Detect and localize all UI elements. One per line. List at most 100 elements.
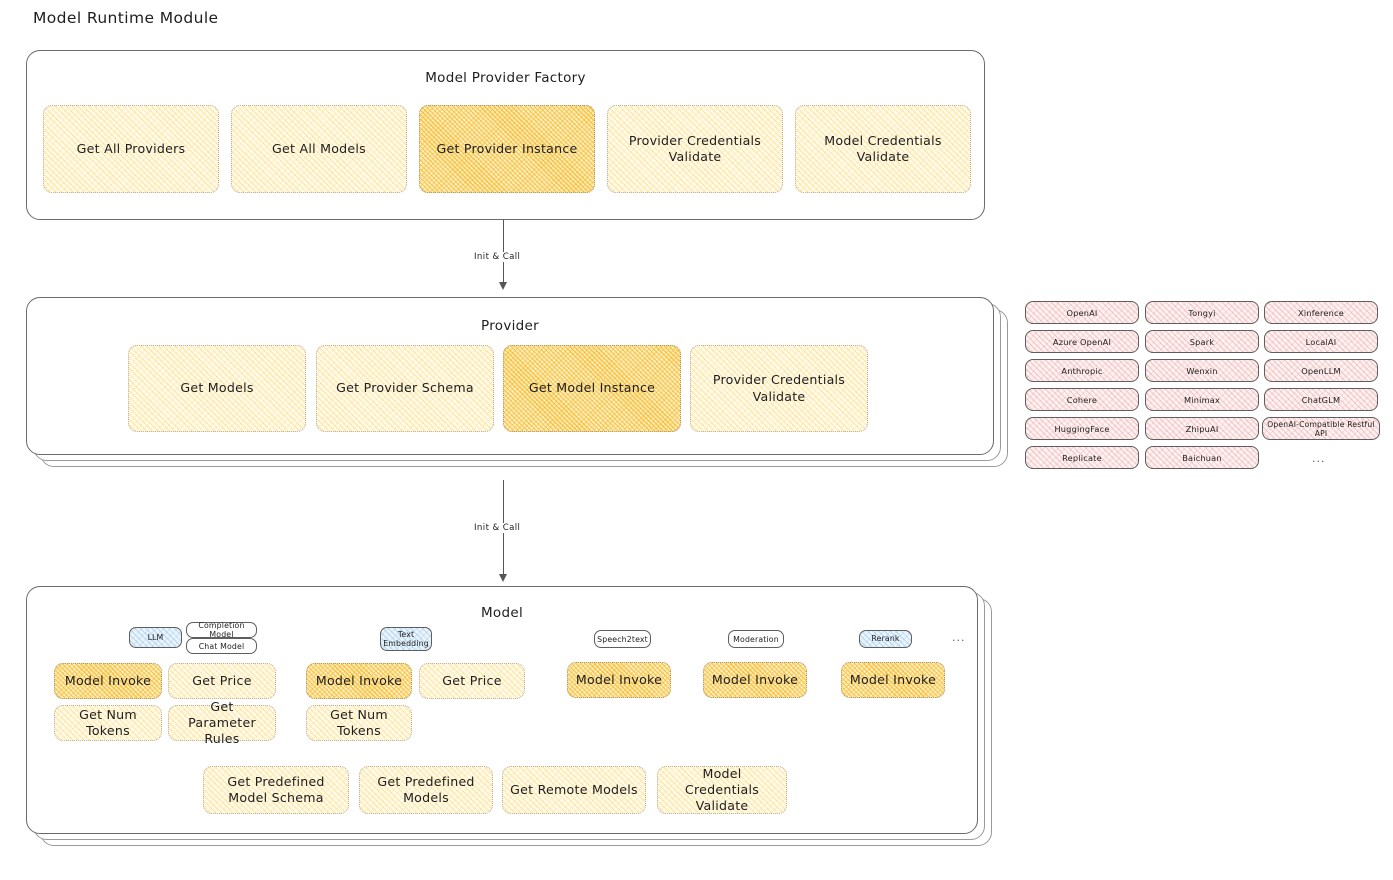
factory-node-model-credentials-validate[interactable]: Model Credentials Validate <box>795 105 971 193</box>
connector-2-label: Init & Call <box>470 523 525 533</box>
provider-node-get-provider-schema[interactable]: Get Provider Schema <box>316 345 494 432</box>
factory-node-label: Get Provider Instance <box>436 140 578 156</box>
provider-node-label: Get Provider Schema <box>336 380 474 396</box>
provider-list-item-label: ZhipuAI <box>1185 423 1219 434</box>
page-title: Model Runtime Module <box>33 9 219 27</box>
provider-node-provider-credentials-validate[interactable]: Provider Credentials Validate <box>690 345 868 432</box>
model-type-badge-label: Text Embedding <box>383 629 429 649</box>
provider-node-get-model-instance[interactable]: Get Model Instance <box>503 345 681 432</box>
provider-list-item-label: Azure OpenAI <box>1052 336 1112 347</box>
model-type-badge-llm[interactable]: LLM <box>129 627 182 648</box>
provider-list-item-label: OpenAI-Compatible Restful API <box>1267 419 1375 438</box>
factory-node-label: Provider Credentials Validate <box>628 132 762 164</box>
model-shared-method-label: Get Predefined Model Schema <box>227 773 325 805</box>
model-subtype-badge-completion-model[interactable]: Completion Model <box>186 621 257 639</box>
provider-list-item-label: Baichuan <box>1182 452 1222 463</box>
factory-node-label: Get All Providers <box>76 140 186 156</box>
model-type-badge-label: Moderation <box>733 634 779 644</box>
model-type-badge-label: Speech2text <box>597 634 648 644</box>
provider-list-item-minimax[interactable]: Minimax <box>1145 388 1259 411</box>
provider-list-item-localai[interactable]: LocalAI <box>1264 330 1378 353</box>
model-method-rerank-model-invoke[interactable]: Model Invoke <box>841 662 945 698</box>
provider-list-item-anthropic[interactable]: Anthropic <box>1025 359 1139 382</box>
model-method-llm-model-invoke[interactable]: Model Invoke <box>54 663 162 699</box>
provider-list-item-label: OpenAI <box>1066 307 1098 318</box>
provider-list-item-label: Spark <box>1189 336 1215 347</box>
model-method-label: Get Num Tokens <box>330 706 388 738</box>
connector-1-label: Init & Call <box>470 252 525 262</box>
provider-list-item-label: Tongyi <box>1188 307 1216 318</box>
provider-node-label: Provider Credentials Validate <box>712 372 846 404</box>
provider-list-item-huggingface[interactable]: HuggingFace <box>1025 417 1139 440</box>
model-shared-method-get-predefined-model-schema[interactable]: Get Predefined Model Schema <box>203 766 349 814</box>
provider-node-get-models[interactable]: Get Models <box>128 345 306 432</box>
provider-title: Provider <box>481 318 539 334</box>
provider-list-item-baichuan[interactable]: Baichuan <box>1145 446 1259 469</box>
model-method-label: Model Invoke <box>64 672 152 688</box>
provider-list-item-label: ChatGLM <box>1301 394 1341 405</box>
provider-list-item-label: LocalAI <box>1305 336 1337 347</box>
provider-list-more: ... <box>1312 452 1326 465</box>
model-subtype-badge-label: Completion Model <box>198 621 245 639</box>
model-method-llm-get-num-tokens[interactable]: Get Num Tokens <box>54 705 162 741</box>
model-title: Model <box>480 605 524 621</box>
model-method-text-embedding-model-invoke[interactable]: Model Invoke <box>306 663 412 699</box>
connector-2-arrowhead <box>499 574 507 582</box>
model-method-text-embedding-get-num-tokens[interactable]: Get Num Tokens <box>306 705 412 741</box>
model-method-moderation-model-invoke[interactable]: Model Invoke <box>703 662 807 698</box>
provider-list-item-label: OpenLLM <box>1301 365 1341 376</box>
model-subtype-badge-label: Chat Model <box>198 641 245 651</box>
factory-node-label: Get All Models <box>272 140 366 156</box>
model-provider-factory-title: Model Provider Factory <box>425 70 586 86</box>
model-method-label: Model Invoke <box>711 671 799 687</box>
model-shared-method-label: Get Predefined Models <box>377 773 475 805</box>
model-method-label: Model Invoke <box>849 671 937 687</box>
model-shared-method-get-remote-models[interactable]: Get Remote Models <box>502 766 646 814</box>
model-method-label: Model Invoke <box>315 672 403 688</box>
model-method-label: Get Num Tokens <box>79 706 137 738</box>
model-method-llm-get-price[interactable]: Get Price <box>168 663 276 699</box>
provider-list-item-azure-openai[interactable]: Azure OpenAI <box>1025 330 1139 353</box>
model-method-label: Get Parameter Rules <box>188 698 256 747</box>
provider-list-item-label: Replicate <box>1062 452 1102 463</box>
factory-node-get-provider-instance[interactable]: Get Provider Instance <box>419 105 595 193</box>
provider-list-item-openai[interactable]: OpenAI <box>1025 301 1139 324</box>
model-shared-method-model-credentials-validate[interactable]: Model Credentials Validate <box>657 766 787 814</box>
model-method-text-embedding-get-price[interactable]: Get Price <box>419 663 525 699</box>
model-method-label: Get Price <box>192 672 252 688</box>
model-method-label: Get Price <box>442 672 502 688</box>
provider-list-item-tongyi[interactable]: Tongyi <box>1145 301 1259 324</box>
model-method-speech2text-model-invoke[interactable]: Model Invoke <box>567 662 671 698</box>
factory-node-get-all-models[interactable]: Get All Models <box>231 105 407 193</box>
model-shared-method-get-predefined-models[interactable]: Get Predefined Models <box>359 766 493 814</box>
provider-node-label: Get Model Instance <box>528 380 656 396</box>
provider-list-item-label: HuggingFace <box>1054 423 1110 434</box>
factory-node-get-all-providers[interactable]: Get All Providers <box>43 105 219 193</box>
model-type-badge-rerank[interactable]: Rerank <box>859 630 912 648</box>
connector-1-arrowhead <box>499 282 507 290</box>
model-type-badge-label: LLM <box>147 632 164 642</box>
provider-list-item-openllm[interactable]: OpenLLM <box>1264 359 1378 382</box>
provider-list-item-wenxin[interactable]: Wenxin <box>1145 359 1259 382</box>
provider-list-item-chatglm[interactable]: ChatGLM <box>1264 388 1378 411</box>
model-type-badge-text-embedding[interactable]: Text Embedding <box>380 627 432 651</box>
factory-node-label: Model Credentials Validate <box>824 132 942 164</box>
provider-list-item-replicate[interactable]: Replicate <box>1025 446 1139 469</box>
model-type-badge-label: Rerank <box>871 634 900 644</box>
model-type-badge-speech2text[interactable]: Speech2text <box>594 630 651 648</box>
model-type-badge-moderation[interactable]: Moderation <box>728 630 784 648</box>
provider-node-label: Get Models <box>180 380 254 396</box>
model-method-label: Model Invoke <box>575 671 663 687</box>
model-method-llm-get-parameter-rules[interactable]: Get Parameter Rules <box>168 699 276 746</box>
provider-list-item-xinference[interactable]: Xinference <box>1264 301 1378 324</box>
model-types-more: ... <box>952 631 966 644</box>
factory-node-provider-credentials-validate[interactable]: Provider Credentials Validate <box>607 105 783 193</box>
provider-list-item-label: Minimax <box>1183 394 1221 405</box>
provider-list-item-openai-compatible-restful-api[interactable]: OpenAI-Compatible Restful API <box>1262 417 1380 440</box>
provider-list-item-cohere[interactable]: Cohere <box>1025 388 1139 411</box>
model-shared-method-label: Get Remote Models <box>510 781 638 797</box>
provider-list-item-zhipuai[interactable]: ZhipuAI <box>1145 417 1259 440</box>
model-subtype-badge-chat-model[interactable]: Chat Model <box>186 638 257 654</box>
provider-list-item-spark[interactable]: Spark <box>1145 330 1259 353</box>
model-shared-method-label: Model Credentials Validate <box>684 765 760 814</box>
